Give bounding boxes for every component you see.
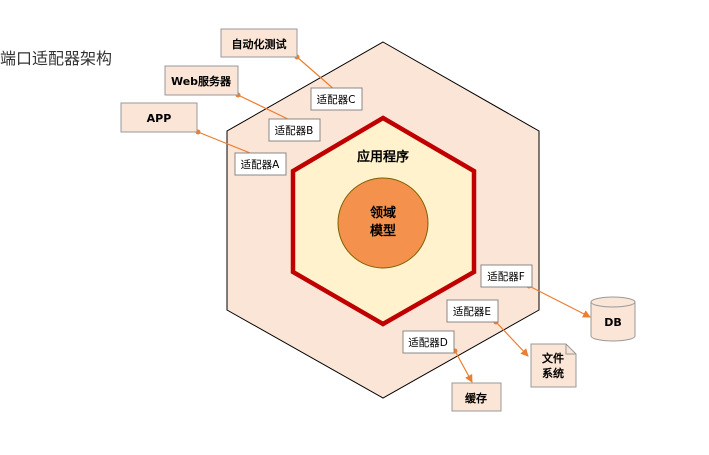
adapter-d: 适配器D: [402, 330, 455, 354]
external-app-label: APP: [147, 112, 172, 125]
connector-web-adapter-b: [237, 94, 295, 123]
adapter-c: 适配器C: [310, 87, 363, 111]
adapter-a-label: 适配器A: [241, 159, 280, 171]
connector-adapter-d-cache: [454, 350, 473, 383]
domain-model-circle: [337, 177, 429, 269]
connector-test-adapter-c: [296, 56, 337, 92]
external-cache: 缓存: [451, 382, 502, 412]
external-automation-test: 自动化测试: [220, 28, 298, 58]
adapter-a: 适配器A: [234, 152, 287, 176]
connector-adapter-e-file: [495, 321, 529, 357]
adapter-e: 适配器E: [446, 299, 499, 323]
external-file-system-label-line2: 系统: [542, 366, 564, 380]
domain-model-label-line1: 领域: [370, 205, 396, 221]
adapter-d-label: 适配器D: [408, 337, 448, 349]
application-label: 应用程序: [357, 149, 409, 165]
external-file-system: 文件 系统: [530, 343, 577, 388]
external-web-server-label: Web服务器: [171, 74, 232, 88]
page-title: 端口适配器架构: [0, 49, 113, 68]
connectors: [197, 56, 591, 383]
external-cache-label: 缓存: [465, 391, 487, 405]
adapter-f-label: 适配器F: [487, 271, 525, 283]
adapter-c-label: 适配器C: [317, 94, 356, 106]
connector-adapter-f-db: [528, 285, 591, 318]
external-web-server: Web服务器: [164, 65, 239, 96]
adapter-b-label: 适配器B: [275, 125, 314, 137]
adapter-e-label: 适配器E: [453, 306, 491, 318]
domain-model-label-line2: 模型: [370, 223, 396, 239]
external-automation-test-label: 自动化测试: [232, 37, 287, 51]
external-db: DB: [590, 296, 636, 342]
external-app: APP: [120, 102, 198, 133]
adapter-f: 适配器F: [480, 264, 533, 288]
external-db-label: DB: [604, 316, 622, 329]
adapter-b: 适配器B: [268, 118, 321, 142]
external-file-system-label-line1: 文件: [542, 351, 564, 365]
